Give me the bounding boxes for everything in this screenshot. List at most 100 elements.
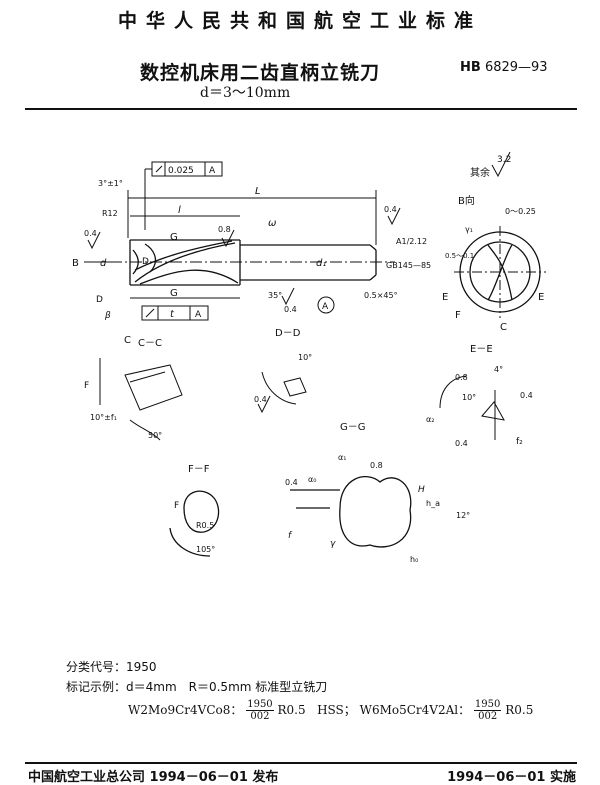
end-view-circle (454, 226, 546, 318)
marking-example-line: 标记示例：d＝4mm R＝0.5mm 标准型立铣刀 (66, 677, 327, 697)
roughness-04-ee2: 0.4 (455, 439, 468, 448)
center-hole-spec: A1/2.12 (396, 237, 427, 246)
material-2: W6Mo5Cr4V2Al： (359, 703, 471, 717)
roughness-04-ee: 0.4 (520, 391, 533, 400)
section-ff-title: F－F (188, 464, 210, 475)
section-d-bottom: D (96, 295, 103, 305)
view-e-left: E (442, 292, 448, 303)
section-c-marker: C (124, 335, 131, 346)
marking-text: d＝4mm R＝0.5mm 标准型立铣刀 (126, 680, 328, 694)
fraction-1-num: 1950 (246, 699, 274, 711)
section-g-top: G (170, 232, 178, 243)
ha-label: h_a (426, 499, 440, 508)
document-title: 数控机床用二齿直柄立铣刀 (140, 62, 381, 84)
section-d-label: D (142, 257, 149, 267)
category-code: 1950 (126, 660, 157, 674)
section-gg-drawing (290, 476, 412, 548)
alpha2-label: α₂ (426, 415, 434, 424)
notes-block: 分类代号：1950 标记示例：d＝4mm R＝0.5mm 标准型立铣刀 (66, 657, 327, 697)
top-radius: R12 (102, 209, 118, 218)
angle-10-ee: 10° (462, 393, 476, 402)
fraction-1-den: 002 (250, 711, 270, 722)
section-gg-title: G－G (340, 422, 366, 433)
radius-1: R0.5 (277, 703, 306, 717)
view-e-right: E (538, 292, 544, 303)
effective-date: 1994－06－01 实施 (447, 770, 576, 785)
runout-tolerance-frame (144, 161, 223, 230)
section-cc-f: F (84, 381, 89, 391)
center-hole-standard: GB145—85 (386, 261, 431, 270)
section-ff-drawing (169, 490, 220, 557)
angle-50: 50° (148, 431, 162, 440)
alpha1-label: α₁ (338, 453, 346, 462)
gamma-label: γ (330, 539, 336, 549)
alpha0-label: α₀ (308, 475, 316, 484)
view-b-label: B向 (458, 194, 475, 207)
dim-l-label: l (178, 205, 181, 216)
view-b-arrow-label: B (72, 258, 79, 269)
roughness-other-value: 3.2 (497, 155, 511, 165)
h0-label: h₀ (410, 555, 418, 564)
chamfer-spec: 0.5×45° (364, 291, 398, 300)
datum-a-circle: A (322, 302, 329, 312)
tolerance-t: t (170, 309, 175, 320)
org-title: 中华人民共和国航空工业标准 (117, 10, 482, 32)
radius-r05: R0.5 (196, 521, 214, 530)
runout-value: 0.025 (168, 166, 194, 176)
section-g-bottom: G (170, 288, 178, 299)
roughness-08-e: 0.8 (455, 373, 468, 382)
section-cc-drawing (99, 358, 183, 441)
angle-12: 12° (456, 511, 470, 520)
section-dd-drawing (261, 371, 307, 405)
document-subtitle: d＝3～10mm (200, 85, 291, 101)
fraction-2-num: 1950 (473, 699, 502, 711)
angle-10-f1: 10°±f₁ (90, 413, 117, 422)
section-ee-drawing (439, 375, 505, 440)
marking-label: 标记示例： (66, 680, 127, 694)
angle-10-dd: 10° (298, 353, 312, 362)
category-code-line: 分类代号：1950 (66, 657, 327, 677)
roughness-08-g: 0.8 (370, 461, 383, 470)
standard-number: HB 6829—93 (460, 60, 548, 75)
section-cc-title: C－C (138, 338, 162, 349)
datum-a-ref: A (209, 166, 216, 176)
small-tolerance: 0.5～0.1 (445, 252, 474, 260)
section-ff-f: F (174, 501, 179, 511)
dim-L (127, 190, 377, 245)
category-label: 分类代号： (66, 660, 127, 674)
h-label: H (418, 485, 425, 495)
header-rule (25, 108, 577, 110)
view-b-tolerance: 0～0.25 (505, 207, 536, 216)
fraction-2-den: 002 (478, 711, 498, 722)
std-code: HB (460, 60, 481, 75)
f2-label: f₂ (516, 437, 523, 447)
omega-label: ω (268, 218, 276, 229)
view-f-label: F (455, 310, 461, 321)
section-dd-title: D－D (275, 328, 301, 339)
top-angle: 3°±1° (98, 179, 123, 188)
roughness-04-g: 0.4 (285, 478, 298, 487)
roughness-other-label: 其余 (470, 166, 490, 179)
roughness-04-b: 0.4 (384, 205, 397, 214)
gamma1-label: γ₁ (465, 225, 473, 234)
issuer-line: 中国航空工业总公司 1994－06－01 发布 (28, 770, 279, 785)
roughness-04-a: 0.4 (84, 229, 97, 238)
roughness-04-d: 0.4 (254, 395, 267, 404)
angle-35: 35° (268, 291, 282, 300)
f-small-label: f (288, 531, 293, 541)
roughness-symbol (491, 151, 511, 178)
beta-label: β (104, 311, 111, 321)
dim-d-label: d (100, 258, 107, 269)
std-number: 6829—93 (484, 60, 548, 75)
roughness-04-c: 0.4 (284, 305, 297, 314)
footer-rule (25, 762, 577, 764)
technical-drawing: 其余 3.2 0.025 A (72, 151, 546, 564)
material-1: W2Mo9Cr4VCo8： (128, 703, 243, 717)
view-c-label: C (500, 322, 507, 333)
angle-4: 4° (494, 365, 503, 374)
dim-d1-label: d₁ (316, 258, 326, 269)
hss-label: HSS； (317, 703, 356, 717)
roughness-08: 0.8 (218, 225, 231, 234)
